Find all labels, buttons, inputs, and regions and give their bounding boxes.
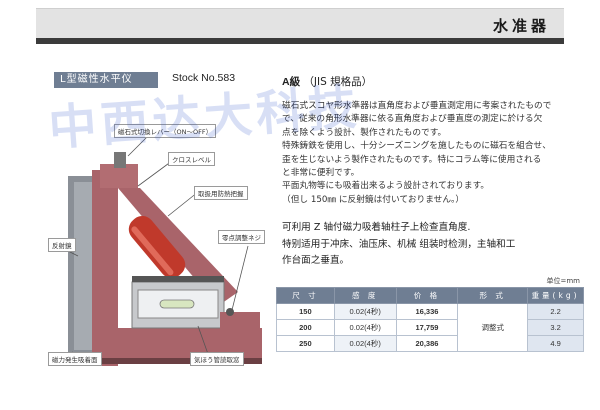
callout-vial-window: 気ほう管読取窓	[190, 352, 244, 366]
grip-handle	[128, 215, 186, 279]
switch-lever	[114, 152, 126, 168]
callout-cross-level: クロスレベル	[168, 152, 215, 166]
unit-note: 单位=mm	[546, 277, 580, 285]
cell-size: 200	[276, 319, 335, 336]
jp-line: 特殊鋳鉄を使用し、十分シーズニングを施したものに磁石を組合せ、	[282, 141, 551, 152]
cell-weight: 4.9	[527, 335, 584, 352]
header-weight: 重量(kg)	[527, 287, 584, 304]
cell-size: 150	[276, 303, 335, 320]
callout-magnet-switch: 磁石式切換レバー（ON～OFF）	[114, 124, 217, 138]
description-japanese: 磁石式スコヤ形水準器は直角度および垂直測定用に考案されたもので で、従来の角形水…	[282, 100, 582, 207]
cell-weight: 3.2	[527, 319, 584, 336]
grade-line: A級 （JIS 規格品）	[282, 74, 372, 89]
jp-line: と非常に便利です。	[282, 168, 360, 179]
callout-grip: 取扱用防熱把握	[194, 186, 248, 200]
jp-line: で、従来の角形水準器に依る直角度および垂直度の測定に於ける欠	[282, 114, 543, 125]
table-row: 250 0.02(4秒) 20,386 4.9	[276, 335, 584, 352]
header-type: 形 式	[457, 287, 529, 304]
model-badge: L型磁性水平仪	[54, 72, 158, 88]
header-divider	[36, 38, 564, 44]
cell-size: 250	[276, 335, 335, 352]
header-bar: 水准器	[36, 8, 564, 38]
page-title: 水准器	[492, 17, 550, 35]
header-sensitivity: 感 度	[333, 287, 397, 304]
cell-sensitivity: 0.02(4秒)	[333, 335, 397, 352]
cn-line: 可利用 Z 轴付磁力吸着轴柱子上检查直角度.	[282, 222, 471, 233]
table-header-row: 尺 寸 感 度 价 格 形 式 重量(kg)	[276, 287, 584, 304]
cell-price: 16,336	[395, 303, 459, 320]
cell-weight: 2.2	[527, 303, 584, 320]
jp-line: 平面丸物等にも吸着出来るよう設計されております。	[282, 181, 490, 192]
callout-reflector: 反射鏡	[48, 238, 76, 252]
cell-sensitivity: 0.02(4秒)	[333, 303, 397, 320]
description-chinese: 可利用 Z 轴付磁力吸着轴柱子上检查直角度. 特别适用于冲床、油压床、机械 组装…	[282, 220, 582, 270]
product-photo: 磁石式切換レバー（ON～OFF） クロスレベル 取扱用防熱把握 反射鏡 零点調整…	[48, 96, 280, 378]
cn-line: 作台面之垂直。	[282, 255, 350, 266]
jp-line: 点を除くよう設計、製作されたものです。	[282, 127, 447, 138]
callout-magnet-surface: 磁力発生吸着面	[48, 352, 102, 366]
jp-line: （但し 150㎜ に反射鏡は付いておりません。）	[282, 194, 465, 205]
vial-bubble	[159, 299, 195, 309]
table-row: 200 0.02(4秒) 17,759 3.2	[276, 319, 584, 336]
callout-zero-adjust: 零点調整ネジ	[218, 230, 265, 244]
level-illustration	[57, 131, 262, 366]
cell-type: 调整式	[457, 303, 529, 352]
cell-price: 17,759	[395, 319, 459, 336]
jp-line: 磁石式スコヤ形水準器は直角度および垂直測定用に考案されたもので	[282, 101, 552, 111]
cell-price: 20,386	[395, 335, 459, 352]
cn-line: 特别适用于冲床、油压床、机械 组装时检测，主轴和工	[282, 238, 516, 250]
header-price: 价 格	[395, 287, 459, 304]
table-row: 150 0.02(4秒) 16,336 调整式 2.2	[276, 303, 584, 352]
grade-label: A級	[282, 76, 301, 88]
header-size: 尺 寸	[276, 287, 335, 304]
jp-line: 歪を生じないよう製作されたものです。特にコラム等に使用される	[282, 154, 542, 165]
cell-sensitivity: 0.02(4秒)	[333, 319, 397, 336]
adjust-screw	[226, 308, 234, 316]
stock-number: Stock No.583	[172, 72, 236, 84]
grade-standard: （JIS 規格品）	[303, 76, 373, 88]
spec-table: 尺 寸 感 度 价 格 形 式 重量(kg) 150 0.02(4秒) 16,3…	[276, 287, 584, 352]
